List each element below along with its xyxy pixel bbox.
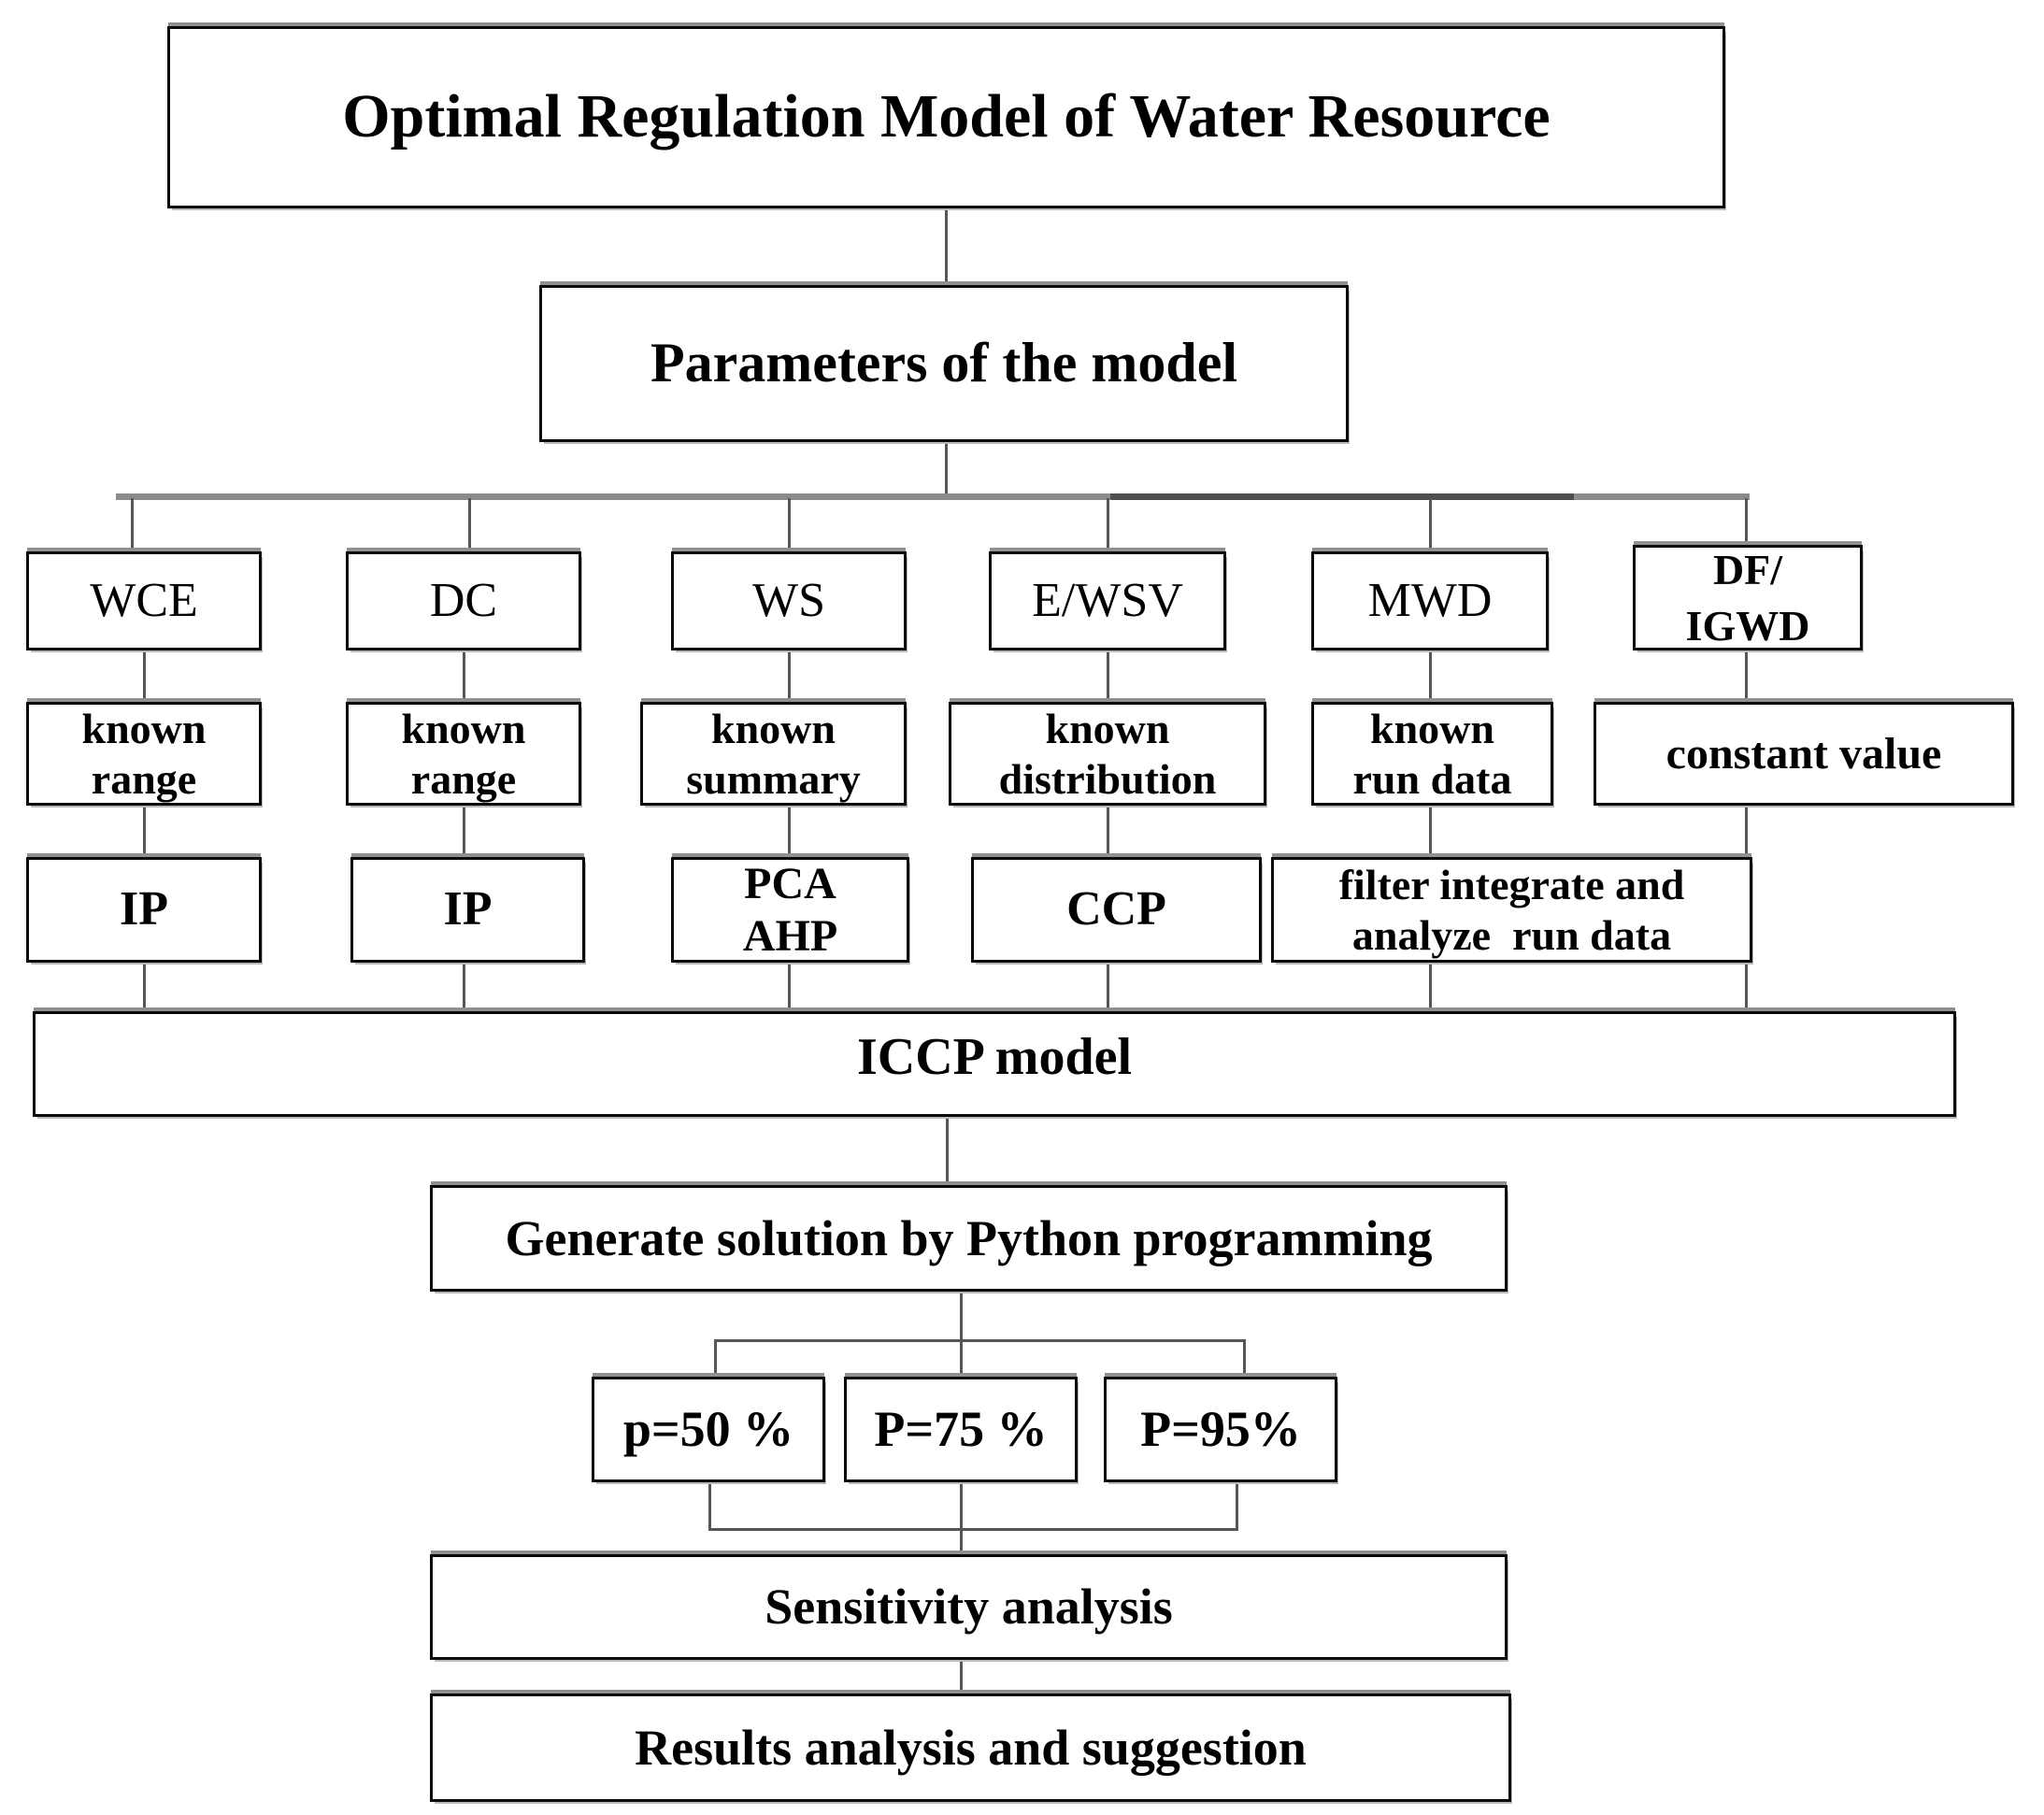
connector-drop-mwd [1429,498,1432,549]
connector-dc-to-qualifier [463,650,465,702]
distributor-line-dark-segment [1110,493,1574,500]
connector-method-to-iccp-4 [1107,963,1109,1011]
distributor-line [116,493,1750,500]
connector-drop-dfigwd [1745,498,1748,549]
method-box-ws: PCA AHP [671,857,909,963]
results-box: Results analysis and suggestion [430,1694,1511,1802]
connector-method-to-iccp-5 [1429,963,1432,1011]
qualifier-box-dc: known range [346,702,581,806]
param-box-wce: WCE [26,551,262,650]
connector-qualifier-to-method-4 [1107,806,1109,857]
connector-iccp-to-generate [946,1117,949,1185]
method-box-mwd: filter integrate and analyze run data [1271,857,1752,963]
param-box-ewsv: E/WSV [989,551,1226,650]
connector-ws-to-qualifier [788,650,791,702]
split-stub-p50 [714,1339,717,1377]
method-box-wce: IP [26,857,262,963]
connector-drop-ws [788,498,791,549]
connector-mwd-to-qualifier [1429,650,1432,702]
merge-stub-p95 [1236,1482,1238,1531]
param-box-dfigwd: DF/ IGWD [1633,545,1863,650]
param-box-mwd: MWD [1311,551,1549,650]
merge-bracket-line [708,1528,1238,1531]
split-bracket-line [714,1339,1246,1342]
connector-p75-to-sensitivity [960,1482,963,1554]
connector-method-to-iccp-3 [788,963,791,1011]
scenario-box-p75: P=75 % [844,1377,1078,1482]
split-stub-p95 [1243,1339,1246,1377]
method-box-ewsv: CCP [971,857,1262,963]
generate-solution-box: Generate solution by Python programming [430,1185,1508,1292]
scenario-box-p95: P=95% [1104,1377,1337,1482]
qualifier-box-wce: known range [26,702,262,806]
connector-ewsv-to-qualifier [1107,650,1109,702]
connector-drop-dc [468,498,471,549]
connector-method-to-iccp-2 [463,963,465,1011]
param-box-dc: DC [346,551,581,650]
connector-dfigwd-to-qualifier [1745,650,1748,702]
sensitivity-box: Sensitivity analysis [430,1554,1508,1660]
iccp-model-box: ICCP model [33,1011,1956,1117]
connector-method-to-iccp-1 [143,963,146,1011]
qualifier-box-ewsv: known distribution [949,702,1266,806]
connector-qualifier-to-method-1 [143,806,146,857]
qualifier-box-mwd: known run data [1311,702,1553,806]
connector-qualifier-to-method-2 [463,806,465,857]
method-box-dc: IP [350,857,585,963]
root-box: Optimal Regulation Model of Water Resour… [167,26,1725,208]
connector-drop-wce [131,498,134,549]
scenario-box-p50: p=50 % [592,1377,825,1482]
connector-wce-to-qualifier [143,650,146,702]
connector-generate-to-p75 [960,1292,963,1377]
connector-drop-ewsv [1107,498,1109,549]
merge-stub-p50 [708,1482,711,1531]
connector-sensitivity-to-results [960,1660,963,1694]
qualifier-box-dfigwd: constant value [1594,702,2014,806]
connector-qualifier-to-method-3 [788,806,791,857]
parameters-box: Parameters of the model [539,285,1349,442]
qualifier-box-ws: known summary [640,702,907,806]
connector-parameters-to-distributor [945,442,948,496]
param-box-ws: WS [671,551,907,650]
connector-root-to-parameters [945,208,948,285]
connector-qualifier-to-method-5 [1429,806,1432,857]
